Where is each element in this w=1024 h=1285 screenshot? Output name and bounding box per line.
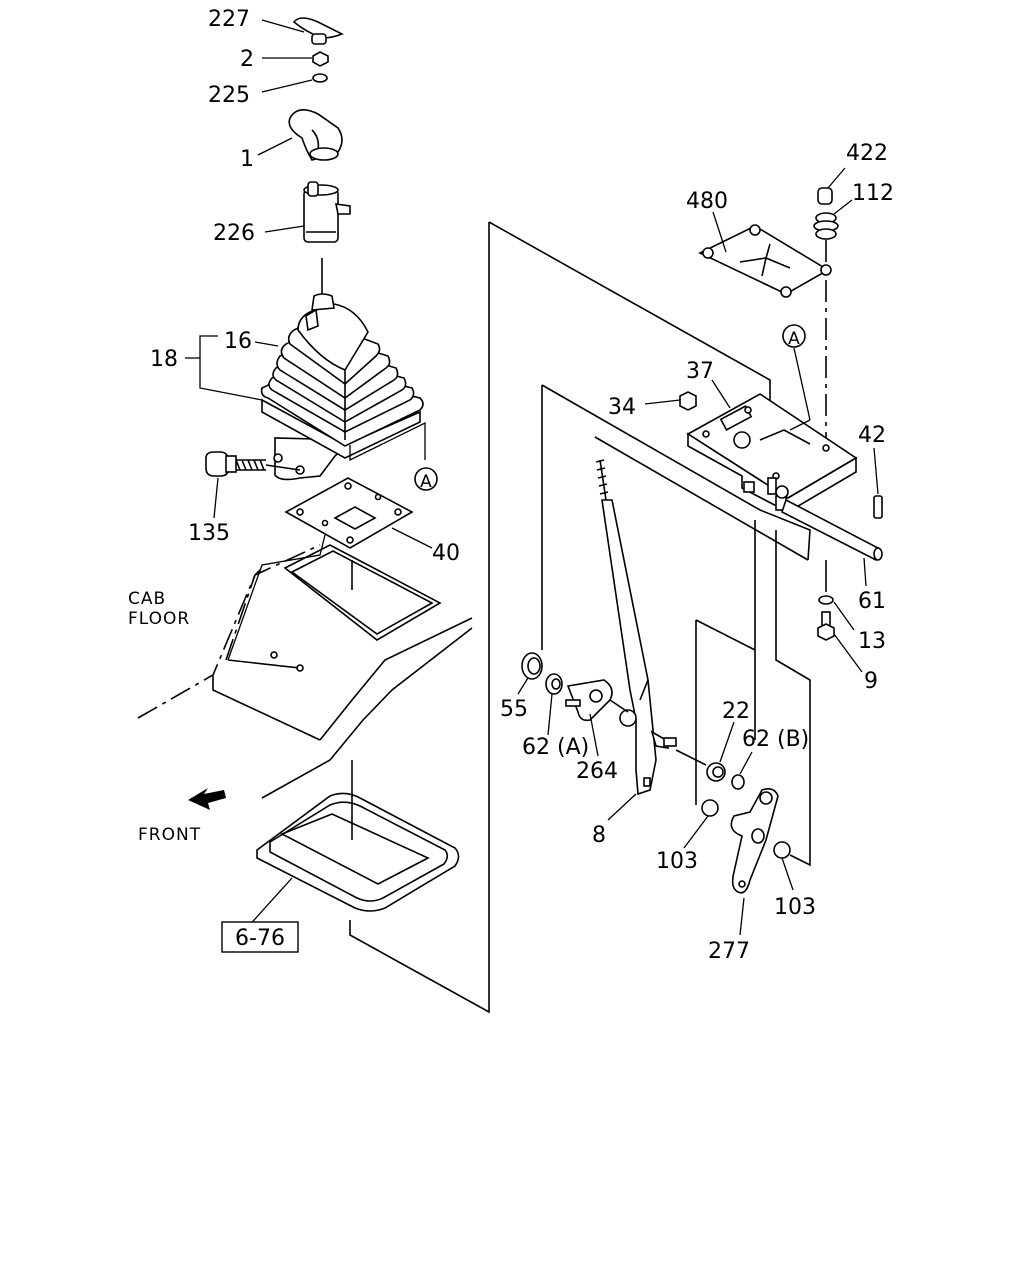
gasket-cover bbox=[698, 224, 832, 298]
ref-mark-a-left: A bbox=[414, 467, 438, 492]
label-225: 225 bbox=[208, 83, 250, 108]
collar-b bbox=[731, 774, 745, 790]
label-40: 40 bbox=[432, 541, 460, 566]
ref-bracket-a-left bbox=[349, 421, 426, 462]
ref-mark-a-left-text: A bbox=[420, 472, 432, 492]
label-103b: 103 bbox=[774, 895, 816, 920]
front-arrow-icon bbox=[188, 788, 226, 810]
cap-nut bbox=[817, 187, 833, 205]
label-61: 61 bbox=[858, 589, 886, 614]
bushing-small bbox=[675, 749, 726, 782]
label-18: 18 bbox=[150, 347, 178, 372]
leader-lines bbox=[185, 19, 879, 936]
label-8: 8 bbox=[592, 823, 606, 848]
lever-sleeve bbox=[303, 181, 351, 296]
shift-rod bbox=[595, 459, 677, 796]
cab-text: CAB bbox=[128, 589, 166, 609]
label-13: 13 bbox=[858, 629, 886, 654]
label-227: 227 bbox=[208, 7, 250, 32]
collar-a bbox=[545, 673, 563, 695]
floor-note: CAB FLOOR FRONT bbox=[128, 589, 201, 845]
ref-box: 6-76 bbox=[221, 921, 299, 953]
front-text: FRONT bbox=[138, 825, 201, 845]
spring-pin bbox=[873, 495, 883, 519]
shift-boot bbox=[260, 293, 424, 481]
label-1: 1 bbox=[240, 147, 254, 172]
hex-bolt bbox=[817, 611, 835, 641]
label-480: 480 bbox=[686, 189, 728, 214]
label-422: 422 bbox=[846, 141, 888, 166]
label-42: 42 bbox=[858, 423, 886, 448]
label-16: 16 bbox=[224, 329, 252, 354]
ref-box-text: 6-76 bbox=[235, 926, 285, 951]
cross-shaft bbox=[775, 485, 883, 592]
washer bbox=[312, 73, 328, 83]
hex-nut bbox=[679, 391, 697, 411]
lock-washer bbox=[818, 595, 834, 605]
shift-housing bbox=[686, 393, 858, 513]
rubber-grommet bbox=[813, 212, 839, 262]
ref-mark-a-right-text: A bbox=[788, 329, 800, 349]
nut bbox=[312, 51, 329, 67]
bushing bbox=[521, 652, 543, 680]
label-112: 112 bbox=[852, 181, 894, 206]
label-55: 55 bbox=[500, 697, 528, 722]
lever-bracket bbox=[565, 679, 629, 722]
callout-labels: 227 2 225 1 226 16 18 135 40 422 112 480… bbox=[150, 7, 894, 964]
floor-boot-plate bbox=[244, 760, 460, 931]
ref-mark-a-right: A bbox=[782, 324, 806, 349]
bushing-103-a bbox=[701, 799, 719, 817]
floor-text: FLOOR bbox=[128, 609, 190, 629]
label-34: 34 bbox=[608, 395, 636, 420]
shift-knob bbox=[288, 109, 343, 161]
label-22: 22 bbox=[722, 699, 750, 724]
label-277: 277 bbox=[708, 939, 750, 964]
label-135: 135 bbox=[188, 521, 230, 546]
select-lever bbox=[730, 788, 779, 894]
label-2: 2 bbox=[240, 47, 254, 72]
floor-bolt-hole bbox=[296, 664, 304, 672]
shift-knob-cap bbox=[292, 17, 344, 45]
label-62b: 62 (B) bbox=[742, 727, 809, 752]
label-37: 37 bbox=[686, 359, 714, 384]
mounting-plate bbox=[227, 477, 414, 661]
cab-floor bbox=[137, 544, 473, 799]
label-103a: 103 bbox=[656, 849, 698, 874]
bolt bbox=[205, 451, 301, 477]
label-9: 9 bbox=[864, 669, 878, 694]
label-264: 264 bbox=[576, 759, 618, 784]
label-226: 226 bbox=[213, 221, 255, 246]
bushing-103-b bbox=[773, 841, 791, 859]
label-62a: 62 (A) bbox=[522, 735, 589, 760]
